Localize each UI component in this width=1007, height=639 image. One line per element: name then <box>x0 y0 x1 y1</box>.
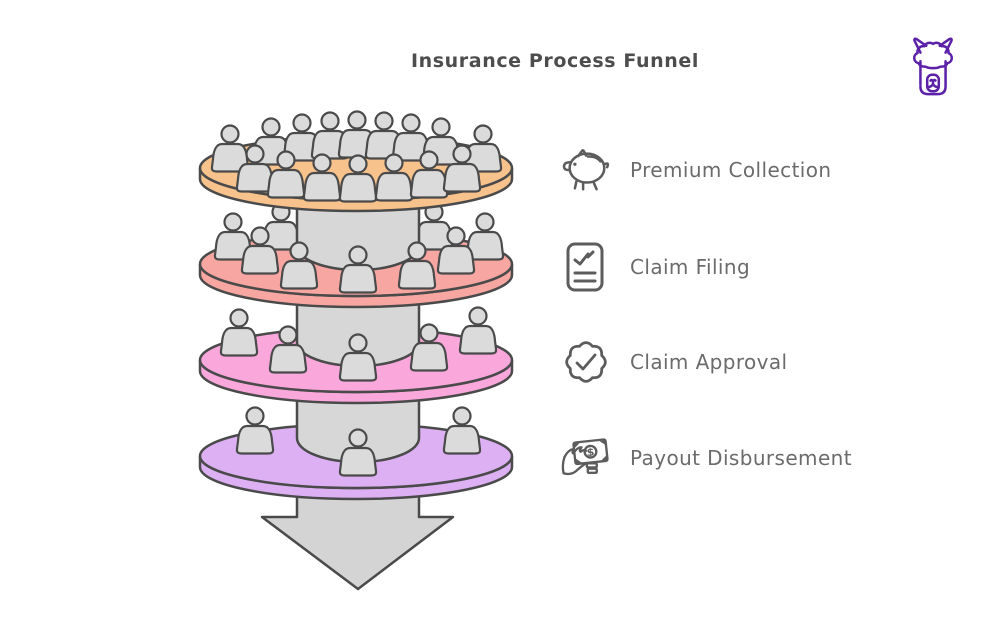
stage2-people-front <box>279 241 437 294</box>
legend-claim-approval: Claim Approval <box>560 334 788 390</box>
legend-premium-collection: Premium Collection <box>560 142 831 198</box>
approval-badge-icon <box>560 334 612 390</box>
llama-logo-icon <box>912 37 954 96</box>
claim-document-icon <box>560 239 612 295</box>
payout-hand-icon: $ <box>560 430 612 486</box>
legend-claim-filing: Claim Filing <box>560 239 750 295</box>
svg-text:$: $ <box>586 445 595 459</box>
stage-label-claim-filing: Claim Filing <box>630 255 751 279</box>
legend-payout-disbursement: $ Payout Disbursement <box>560 430 852 486</box>
stage-label-payout-disbursement: Payout Disbursement <box>630 446 852 470</box>
stage-label-claim-approval: Claim Approval <box>630 350 788 374</box>
stage-label-premium-collection: Premium Collection <box>630 158 832 182</box>
piggy-bank-icon <box>560 142 612 198</box>
page-title: Insurance Process Funnel <box>410 50 700 72</box>
stage1-people <box>210 110 503 203</box>
